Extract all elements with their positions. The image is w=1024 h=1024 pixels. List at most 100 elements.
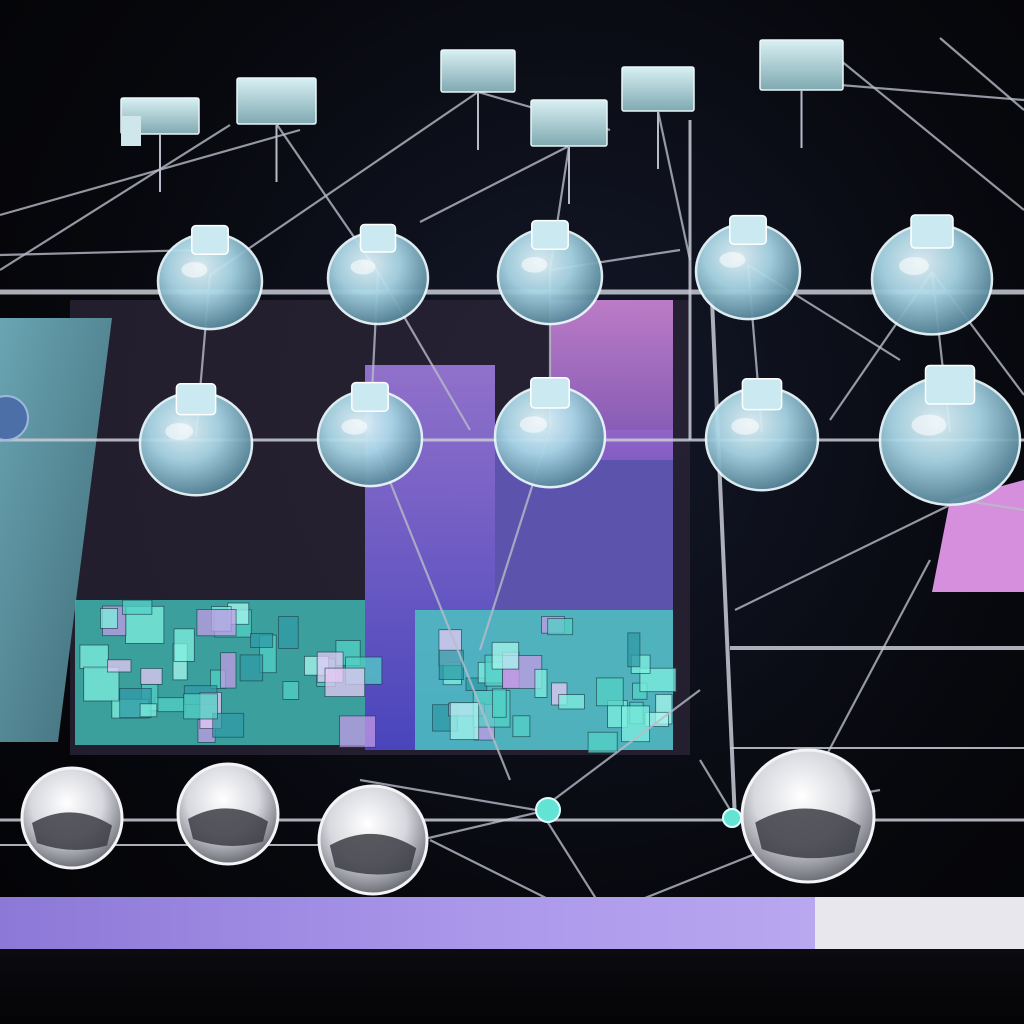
status-bar-track [815,897,1024,949]
junction-dot [722,808,742,828]
junction-dot [535,797,561,823]
pixel-block [491,688,507,718]
connection-wire [656,110,692,261]
pixel-block [587,731,618,754]
glass-node-middle [878,364,1022,507]
disc-node [317,784,429,896]
glass-node-middle [316,381,424,488]
glass-node-cap [359,223,397,253]
pixel-block [534,668,548,698]
pixel-block [449,702,480,740]
connection-wire [0,124,231,271]
disc-node-shadow [755,808,861,859]
disc-node-shadow [32,812,112,850]
connection-wire [939,37,1024,111]
pixel-block [639,667,677,693]
glass-node-upper [326,223,430,326]
glass-node-cap [924,364,976,405]
pink-corner-pane [932,480,1024,592]
connection-wire [539,689,701,811]
disc-node [20,766,124,870]
disc-node [176,762,280,866]
glass-node-cap [175,383,217,416]
pixel-block [79,644,109,669]
connection-wire [839,59,1024,211]
glass-node-upper [694,214,802,321]
pixel-block [140,668,163,685]
pixel-block [139,703,158,718]
junction-dots [535,797,742,828]
glass-node-upper [156,224,264,331]
connection-wire [419,145,570,223]
status-bar-label [648,908,813,930]
glass-node-cap [531,219,569,250]
glass-node-cap [741,378,783,411]
connection-wire [699,759,736,819]
glass-node-highlight [341,419,368,435]
glass-node-middle [138,383,254,497]
pixel-block-cluster [75,599,677,754]
disc-node-shadow [329,833,417,875]
pixel-block [282,681,300,700]
glass-node-middle [493,377,607,489]
pixel-block [107,659,132,673]
floor-shadow [0,949,1024,1024]
pixel-block [196,609,237,637]
pixel-block [278,616,299,649]
header-tab [530,99,608,147]
glass-node-highlight [719,251,746,268]
pixel-block [627,632,641,668]
glass-node-cap [351,381,389,412]
glass-node-middle [704,378,820,492]
connection-wire [539,809,601,906]
connection-wire [839,83,1024,102]
pixel-block [547,618,574,636]
pixel-block [596,677,624,707]
glass-node-cap [530,377,570,409]
glass-node-highlight [521,257,548,273]
pixel-block [250,633,274,648]
glass-nodes [138,214,1022,507]
header-tab [236,77,317,125]
glass-node-highlight [519,416,548,433]
disc-node [740,748,876,884]
pixel-block [154,697,186,713]
pixel-block [491,641,520,670]
glass-node-highlight [911,414,947,436]
glass-node-cap [191,224,229,255]
connection-wire [429,839,561,906]
connection-wire [359,778,549,814]
header-tabs [120,39,844,204]
header-tab [621,66,695,112]
connection-wire [419,808,549,842]
tab-foot [121,116,141,146]
disc-nodes [20,748,876,896]
glass-node-upper [870,214,994,336]
glass-node-highlight [899,257,929,275]
blue-orb [0,395,29,441]
pixel-block [239,654,264,682]
pixel-block [100,608,119,629]
pixel-block [339,715,376,748]
glass-node-highlight [350,259,376,275]
connection-wire [0,128,301,217]
pixel-block [122,599,153,615]
glass-node-highlight [731,418,760,435]
header-tab [759,39,844,91]
glass-node-upper [496,219,604,326]
connection-wire [368,431,512,781]
pixel-block [621,705,650,743]
pixel-block [324,667,366,697]
pixel-block [83,666,120,702]
connection-wire [209,91,479,276]
glass-node-highlight [165,423,194,440]
pixel-block [512,715,531,738]
glass-node-highlight [181,262,208,278]
connection-wire [0,248,201,257]
status-bar-fill [0,897,815,949]
pixel-block [212,712,245,738]
glass-node-cap [910,214,954,249]
pixel-block [220,652,237,689]
